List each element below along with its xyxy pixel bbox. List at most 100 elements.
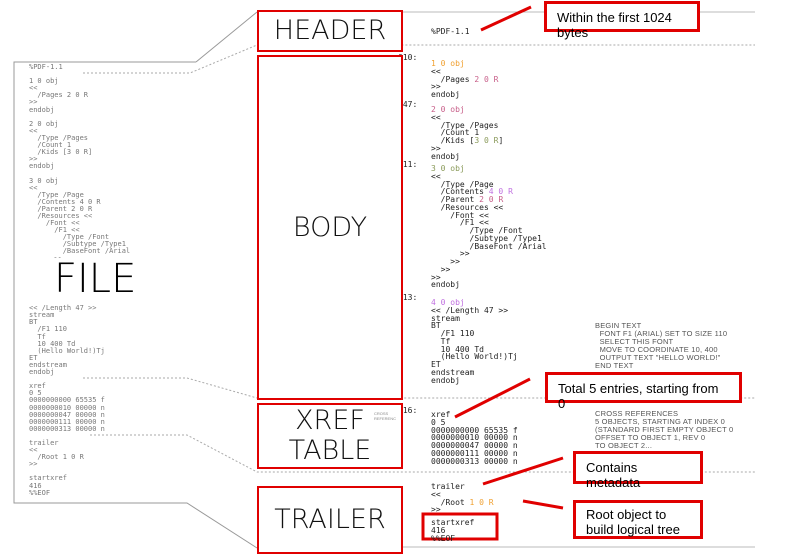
file-line: endstream	[29, 360, 67, 369]
code-line: 1 0 obj	[431, 60, 465, 68]
code-line: 0 5	[431, 417, 446, 427]
file-line: xref	[29, 382, 46, 391]
code-token: 0000000047 00000 n	[431, 441, 518, 450]
code-token: <<	[431, 112, 441, 122]
code-token: /Count 1	[431, 128, 480, 138]
file-line: ET	[29, 353, 38, 362]
code-line: 416	[431, 526, 445, 535]
code-token: /Font <<	[431, 210, 489, 220]
code-token: 0000000313 00000 n	[431, 456, 518, 466]
code-line: 0000000111 00000 n	[431, 449, 518, 458]
file-line: Tf	[29, 332, 46, 341]
file-line: 0 5	[29, 389, 42, 398]
code-line: /Subtype /Type1	[431, 234, 542, 243]
file-line: <<	[29, 446, 38, 455]
code-token: 0 5	[431, 417, 446, 427]
code-token: /Contents	[431, 187, 489, 197]
file-line: stream	[29, 311, 55, 320]
code-token: 3 0 obj	[431, 164, 465, 173]
file-line: 0000000047 00000 n	[29, 410, 105, 419]
root-callout: Root object to build logical tree	[573, 500, 703, 539]
file-line: /F1 110	[29, 325, 67, 334]
code-line: >>	[431, 83, 441, 91]
file-label: FILE	[48, 258, 143, 300]
code-line: /Type /Page	[431, 179, 494, 189]
code-line: /Count 1	[431, 128, 480, 138]
code-line: Tf	[431, 337, 451, 346]
file-line: /Count 1	[29, 141, 72, 150]
object-offset: 313:	[398, 293, 418, 302]
code-line: /Root 1 0 R	[431, 498, 494, 507]
code-line: xref	[431, 411, 450, 419]
code-token: trailer	[431, 482, 465, 491]
code-line: >>	[431, 265, 451, 274]
file-line: /Contents 4 0 R	[29, 197, 101, 206]
code-token: endobj	[431, 375, 460, 385]
xref-tiny-note: CROSS REFERENC	[374, 411, 397, 421]
code-line: /Type /Pages	[431, 121, 499, 130]
code-token: /F1 110	[431, 329, 475, 338]
file-line: <<	[29, 183, 38, 192]
file-box-outline	[13, 61, 258, 549]
file-line: /F1 <<	[29, 226, 80, 235]
code-token: 10 400 Td	[431, 344, 484, 354]
code-token: /Type /Page	[431, 179, 494, 189]
file-line: 0000000111 00000 n	[29, 417, 105, 426]
file-line: /Subtype /Type1	[29, 240, 126, 249]
file-line: <<	[29, 126, 38, 135]
comment-line: TO OBJECT 2...	[595, 440, 653, 450]
code-line: /F1 110	[431, 329, 475, 338]
file-line: /Root 1 0 R	[29, 453, 84, 462]
code-token: (Hello World!)Tj	[431, 352, 518, 362]
code-line: /Type /Font	[431, 227, 523, 235]
file-line: trailer	[29, 438, 59, 447]
code-token: /F1 <<	[431, 218, 489, 228]
code-line: startxref	[431, 519, 474, 527]
code-token: startxref	[431, 518, 475, 527]
code-token: <<	[431, 66, 441, 76]
code-token: <<	[431, 489, 441, 499]
code-token: /BaseFont /Arial	[431, 241, 547, 251]
comment-line: SELECT THIS FONT	[595, 336, 674, 346]
object-offset: 416:	[398, 406, 418, 415]
code-line: <<	[431, 112, 441, 122]
code-token: 0000000010 00000 n	[431, 433, 518, 443]
file-line: << /Length 47 >>	[29, 304, 97, 313]
file-line: (Hello World!)Tj	[29, 346, 105, 355]
code-token: 1 0 obj	[431, 59, 465, 68]
file-line: >>	[29, 460, 38, 469]
file-line: endobj	[29, 105, 55, 114]
header-divider	[83, 44, 755, 74]
code-token: 4 0 obj	[431, 298, 465, 307]
code-token: /Pages	[431, 74, 475, 84]
code-token: /Parent	[431, 195, 480, 204]
code-line: /Pages 2 0 R	[431, 74, 499, 84]
comment-line: CROSS REFERENCES	[595, 409, 679, 418]
code-token: 2 0 obj	[431, 105, 465, 114]
trailer-callout-pointer	[482, 456, 564, 486]
code-line: /BaseFont /Arial	[431, 241, 547, 251]
code-token: endobj	[431, 151, 460, 161]
file-line: 10 400 Td	[29, 339, 76, 348]
code-line: 4 0 obj	[431, 299, 465, 307]
body-section-label: BODY	[257, 55, 403, 400]
object-offset: 010:	[398, 53, 418, 62]
comment-line: 5 OBJECTS, STARTING AT INDEX 0	[595, 416, 726, 426]
object-offset: 047:	[398, 100, 418, 109]
code-line: 0000000010 00000 n	[431, 434, 518, 442]
trailer-callout: Contains metadata	[573, 451, 703, 490]
code-line: endobj	[431, 151, 460, 161]
file-line: /Pages 2 0 R	[29, 91, 89, 100]
code-line: 0000000313 00000 n	[431, 456, 518, 466]
code-token: endstream	[431, 367, 475, 377]
code-token: BT	[431, 321, 441, 331]
header-callout: Within the first 1024 bytes	[544, 1, 700, 40]
file-line: /Parent 2 0 R	[29, 204, 93, 213]
file-line: startxref	[29, 474, 67, 483]
comment-line: OUTPUT TEXT "HELLO WORLD!"	[595, 352, 721, 362]
code-token: >>	[431, 82, 441, 92]
file-line: /Resources <<	[29, 211, 93, 220]
file-line: /Font <<	[29, 219, 80, 228]
trailer-section-label: TRAILER	[257, 486, 403, 554]
